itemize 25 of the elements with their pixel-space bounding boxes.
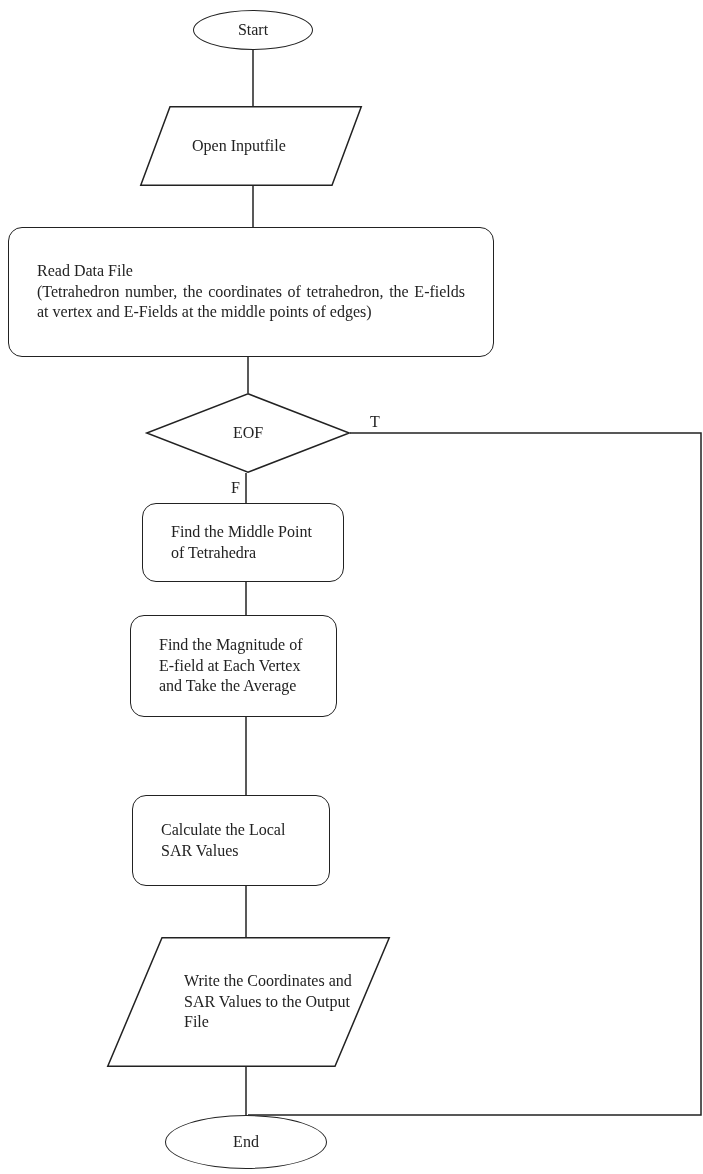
process-box <box>130 615 337 717</box>
connector-line <box>245 1066 247 1116</box>
connector-line <box>247 356 249 394</box>
node-text: Start <box>237 19 269 40</box>
output-parallelogram <box>107 937 390 1067</box>
process-box <box>8 227 494 357</box>
node-text: End <box>233 1131 259 1152</box>
step-heading: Read Data File <box>37 260 134 281</box>
connector-line <box>245 716 247 796</box>
decision-diamond <box>146 393 350 473</box>
connector-line <box>252 185 254 228</box>
node-text: Find the Magnitude of E-field at Each Vertex and Take the Average <box>159 634 304 697</box>
step-description: (Tetrahedron number, the coordinates of tetrahedron, the E-fields at vertex and E-Fields at the middle points of edges) <box>37 281 465 323</box>
node-text: Calculate the Local SAR Values <box>161 819 287 861</box>
node-text: Write the Coordinates and SAR Values to the Output File <box>184 970 353 1033</box>
node-text: Open Inputfile <box>192 135 287 157</box>
connector-line <box>245 472 247 504</box>
connector-line <box>245 885 247 938</box>
node-text: EOF <box>232 422 264 443</box>
connector-line <box>252 49 254 107</box>
process-box <box>142 503 344 582</box>
process-box <box>132 795 330 886</box>
input-parallelogram <box>140 106 362 186</box>
connector-line <box>245 581 247 616</box>
node-text: Find the Middle Point of Tetrahedra <box>171 521 313 563</box>
